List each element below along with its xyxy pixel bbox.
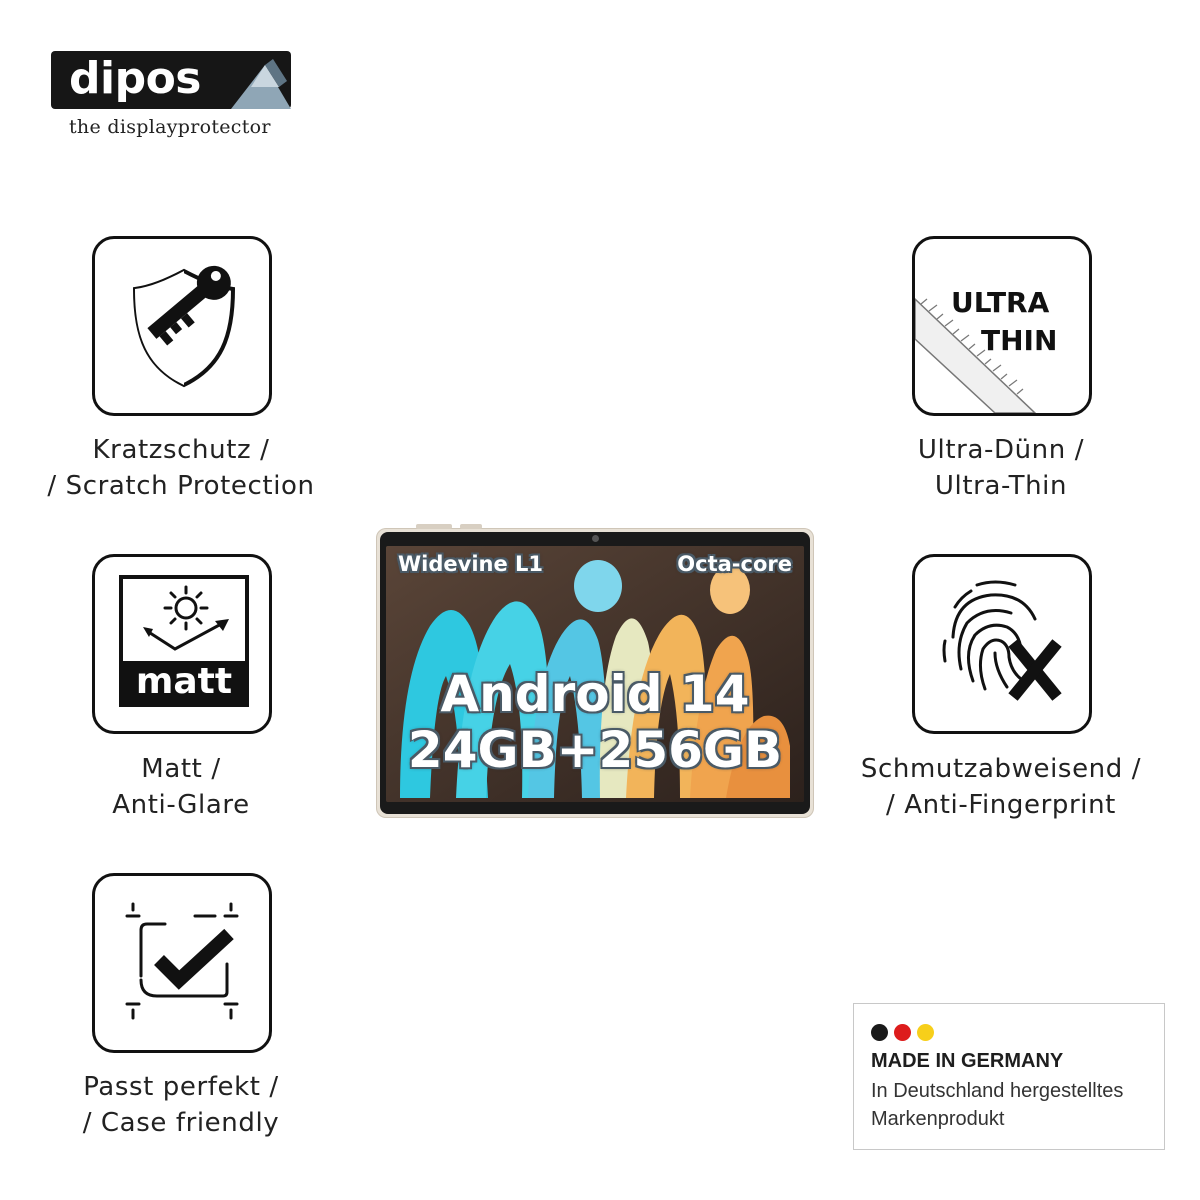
brand-name: dipos — [69, 53, 202, 104]
scratch-protection-caption: Kratzschutz / / Scratch Protection — [21, 432, 341, 504]
caption-line: Passt perfekt / — [83, 1072, 279, 1102]
ultra-thin-badge-line1: ULTRA — [951, 286, 1050, 319]
fingerprint-x-icon — [912, 554, 1092, 734]
tablet-product-image: Widevine L1 Octa-core Android 14 24GB+25… — [376, 524, 814, 818]
caption-line: Ultra-Thin — [934, 471, 1068, 501]
caption-line: Schmutzabweisend / — [860, 754, 1142, 784]
caption-line: / Anti-Fingerprint — [886, 790, 1116, 820]
octa-core-label: Octa-core — [677, 552, 792, 576]
tablet-screen: Widevine L1 Octa-core Android 14 24GB+25… — [386, 546, 804, 802]
matt-sun-icon: matt — [92, 554, 272, 734]
flag-dot-black — [871, 1024, 888, 1041]
wallpaper-art — [386, 546, 804, 802]
android-version-headline: Android 14 — [440, 665, 750, 723]
matt-badge: matt — [135, 661, 233, 702]
flag-dot-gold — [917, 1024, 934, 1041]
checkmark-frame-icon — [92, 873, 272, 1053]
anti-fingerprint-caption: Schmutzabweisend / / Anti-Fingerprint — [841, 751, 1161, 823]
memory-headline: 24GB+256GB — [407, 721, 783, 779]
made-in-germany-badge: MADE IN GERMANY In Deutschland hergestel… — [853, 1003, 1165, 1150]
made-in-germany-line1: In Deutschland hergestelltes — [871, 1080, 1124, 1102]
brand-tagline: the displayprotector — [69, 116, 271, 138]
widevine-label: Widevine L1 — [398, 552, 544, 576]
anti-glare-caption: Matt / Anti-Glare — [21, 751, 341, 823]
caption-line: / Case friendly — [82, 1108, 280, 1138]
caption-line: Kratzschutz / — [92, 435, 270, 465]
tablet-power-button — [460, 524, 482, 529]
camera-icon — [592, 535, 599, 542]
screen-protector-icon — [231, 59, 291, 109]
ultra-thin-caption: Ultra-Dünn / Ultra-Thin — [841, 432, 1161, 504]
caption-line: / Scratch Protection — [47, 471, 315, 501]
flag-dot-red — [894, 1024, 911, 1041]
caption-line: Anti-Glare — [112, 790, 250, 820]
made-in-germany-line2: Markenprodukt — [871, 1108, 1005, 1130]
case-friendly-caption: Passt perfekt / / Case friendly — [21, 1069, 341, 1141]
caption-line: Ultra-Dünn / — [917, 435, 1085, 465]
caption-line: Matt / — [141, 754, 221, 784]
tablet-bezel: Widevine L1 Octa-core Android 14 24GB+25… — [380, 532, 810, 814]
ultra-thin-ruler-icon: ULTRA THIN — [912, 236, 1092, 416]
brand-logo: dipos — [51, 51, 291, 109]
ultra-thin-badge-line2: THIN — [981, 324, 1058, 357]
tablet-volume-button — [416, 524, 452, 529]
shield-key-icon — [92, 236, 272, 416]
made-in-germany-title: MADE IN GERMANY — [871, 1050, 1064, 1072]
